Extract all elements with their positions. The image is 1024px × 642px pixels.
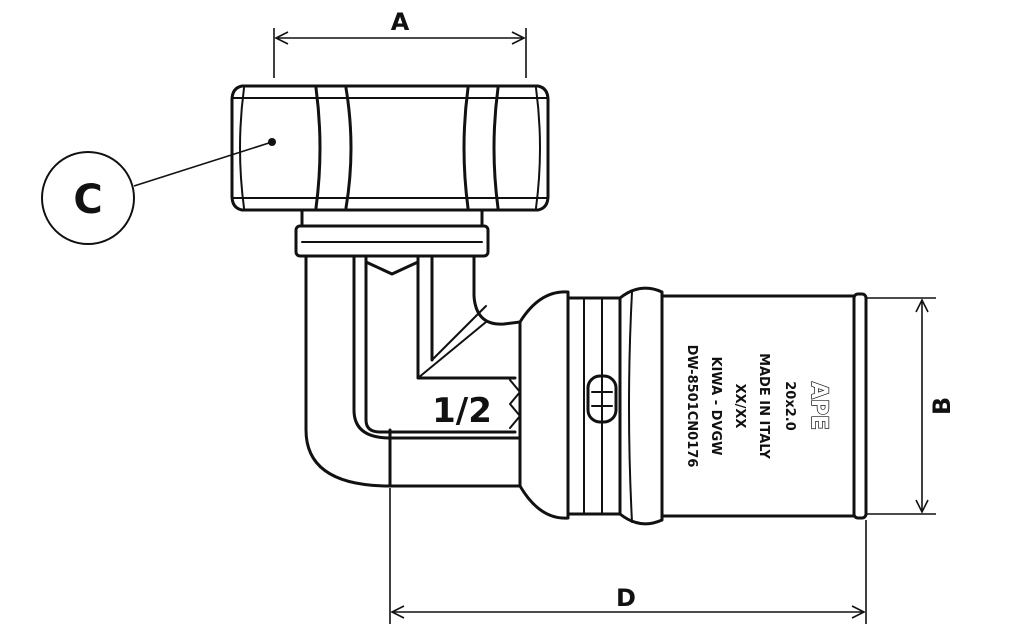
- cert1-mark: KIWA - DVGW: [708, 356, 723, 455]
- neck-collar: [294, 208, 490, 258]
- elbow-body: 1/2: [304, 254, 522, 488]
- callout-c: C: [41, 141, 273, 245]
- size-mark: 20x2.0: [782, 381, 797, 431]
- date-code-mark: XX/XX: [732, 384, 747, 429]
- dimension-b: B: [866, 297, 956, 515]
- brand-mark: APE: [806, 382, 831, 430]
- dimension-a: A: [273, 8, 527, 78]
- sleeve-markings: APE: [805, 381, 831, 431]
- dimension-b-label: B: [928, 397, 956, 415]
- dimension-d-label: D: [616, 584, 636, 612]
- dimension-a-label: A: [391, 8, 410, 36]
- callout-c-label: C: [73, 177, 102, 223]
- origin-mark: MADE IN ITALY: [756, 353, 771, 459]
- press-sleeve: [518, 286, 868, 526]
- hex-nut: [230, 84, 550, 212]
- cert2-mark: DW-8501CN0176: [684, 345, 699, 468]
- thread-size-label: 1/2: [432, 391, 492, 431]
- dimension-d: D: [389, 488, 867, 624]
